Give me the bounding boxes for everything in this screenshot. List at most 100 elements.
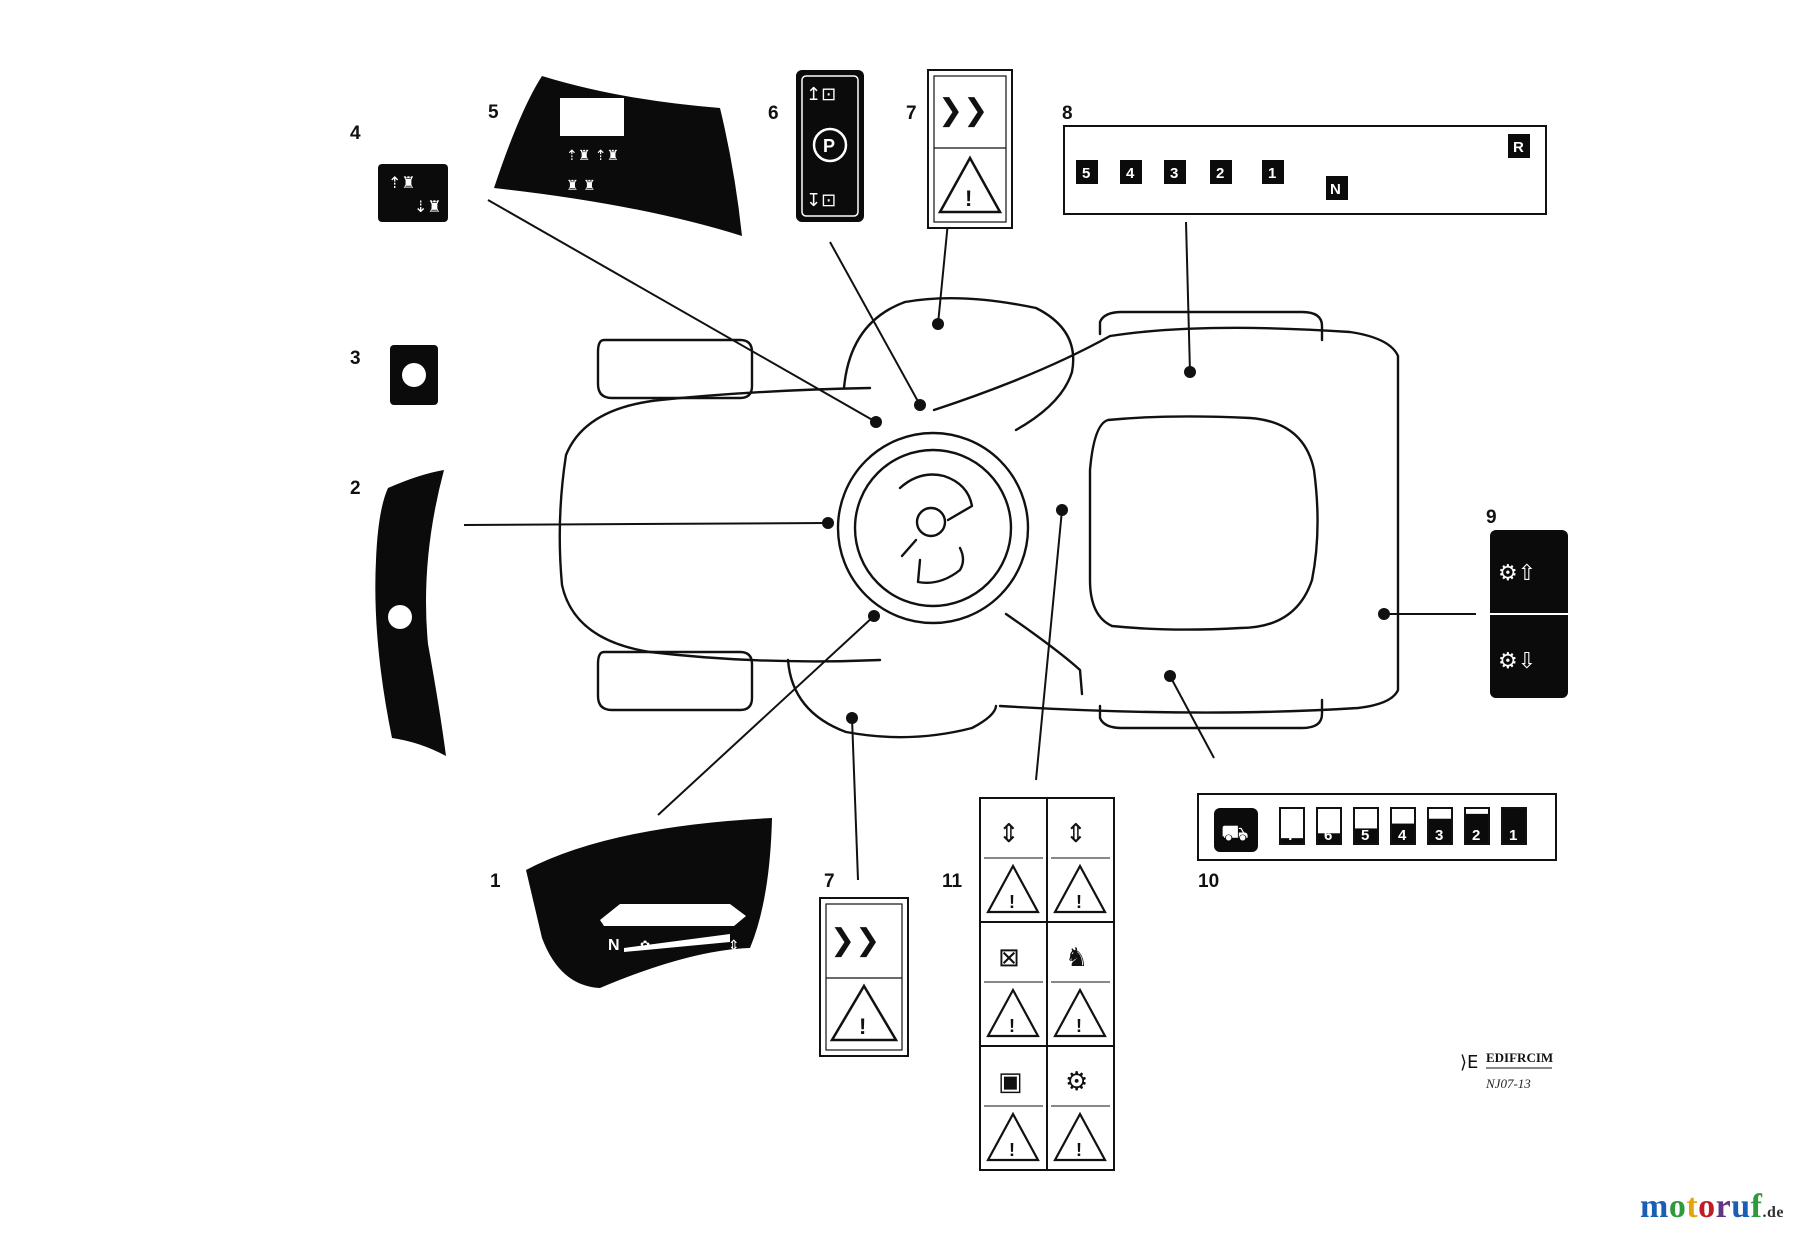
decal7-bottom-blade-icon: ❯❯ — [830, 923, 880, 958]
callout-11: 11 — [942, 871, 963, 892]
leader-lines — [463, 199, 1476, 881]
decal11-warning-mark: ! — [1076, 892, 1082, 912]
decal4-lift-icon-1: ⇡♜ — [388, 173, 416, 192]
decal10-gear-fill — [1429, 818, 1451, 843]
decal8-gear-box — [1262, 160, 1284, 184]
fender-right — [786, 658, 998, 739]
callout-numbers: 1 2 3 4 5 6 7 8 9 10 11 7 — [350, 102, 1497, 892]
decal8-gear-4: 4 — [1126, 165, 1135, 182]
decal10-gear-fill — [1355, 828, 1377, 843]
decal5-blade-icons-2: ♜ ♜ — [566, 178, 596, 194]
decal10-gear-fill — [1466, 813, 1488, 843]
decal6-lift-down-icon: ↧⊡ — [806, 190, 836, 211]
front-right-wheel — [596, 650, 754, 712]
watermark-letter: f — [1750, 1188, 1763, 1225]
decal-9: ⚙⇧ ⚙⇩ — [1490, 530, 1568, 698]
body-lower — [1004, 612, 1084, 696]
decal11-pictogram-icon: ♞ — [1065, 943, 1088, 973]
decal7-bottom-warning-icon: ! — [859, 1014, 866, 1039]
decal11-pictogram-icon: ⚙ — [1065, 1067, 1088, 1097]
decal-10: ⛟ 7 6 5 4 3 2 1 — [1197, 793, 1557, 861]
callout-9: 9 — [1486, 507, 1497, 528]
decal-4: ⇡♜ ⇣♜ — [378, 164, 448, 222]
decal10-gear-1: 1 — [1509, 827, 1517, 844]
steering-inner — [853, 448, 1013, 608]
diagram-code: NJ07-13 — [1485, 1076, 1531, 1091]
decal8-gear-box — [1164, 160, 1186, 184]
watermark-letter: m — [1640, 1188, 1669, 1225]
callout-10: 10 — [1198, 871, 1219, 892]
decal11-warning-mark: ! — [1076, 1140, 1082, 1160]
steering-spokes — [898, 473, 974, 584]
decal11-warning-mark: ! — [1009, 1140, 1015, 1160]
watermark-suffix: .de — [1762, 1204, 1784, 1221]
callout-7-top: 7 — [906, 103, 917, 124]
rear-right-wheel — [1098, 698, 1324, 730]
decal-11: ⇕!⇕!⊠!♞!▣!⚙! — [979, 797, 1115, 1171]
decal7-top-blade-icon: ❯❯ — [938, 93, 988, 128]
tractor-outline — [558, 296, 1400, 739]
decal10-gear-fill — [1318, 833, 1340, 843]
decal10-tractor-icon: ⛟ — [1221, 821, 1249, 846]
decal11-warning-icon — [1053, 863, 1107, 914]
decal11-warning-icon — [986, 863, 1040, 914]
decal9-lower-icon: ⚙⇩ — [1498, 649, 1536, 674]
decal8-gear-box — [1076, 160, 1098, 184]
decal8-gear-3: 3 — [1170, 165, 1178, 182]
front-left-wheel — [596, 338, 754, 400]
decal10-gear-5: 5 — [1361, 827, 1369, 844]
decal11-pictogram-icon: ⊠ — [998, 943, 1020, 973]
decal10-gear-box — [1279, 807, 1305, 845]
decal10-gear-7: 7 — [1287, 827, 1295, 844]
decal-7-top: ❯❯ ! — [927, 69, 1013, 229]
decal10-gear-3: 3 — [1435, 827, 1443, 844]
decal10-gear-2: 2 — [1472, 827, 1480, 844]
decal10-gear-fill — [1392, 823, 1414, 843]
decal9-raise-icon: ⚙⇧ — [1498, 561, 1536, 586]
callout-8: 8 — [1062, 103, 1073, 124]
decal-3 — [390, 345, 438, 405]
callout-2: 2 — [350, 478, 361, 499]
decal6-lift-up-icon: ↥⊡ — [806, 84, 836, 105]
steering-hub — [915, 506, 947, 538]
rear-left-wheel — [1098, 310, 1324, 342]
watermark-letter: o — [1698, 1188, 1716, 1225]
decal11-pictogram-icon: ▣ — [998, 1067, 1023, 1097]
hood — [558, 386, 882, 663]
decal11-cells: ⇕!⇕!⊠!♞!▣!⚙! — [984, 819, 1110, 1162]
decal-7-bottom: ❯❯ ! — [819, 897, 909, 1057]
decal10-gears: 7 6 5 4 3 2 1 — [1279, 807, 1527, 845]
decal8-gear-box — [1120, 160, 1142, 184]
decal7-top-warning-icon: ! — [965, 186, 972, 211]
callout-5: 5 — [488, 102, 499, 123]
decal8-neutral: N — [1330, 181, 1341, 198]
decal11-warning-icon — [986, 1111, 1040, 1162]
decal10-gear-6: 6 — [1324, 827, 1332, 844]
decal1-neutral: N — [608, 937, 620, 954]
decal5-blade-icons-1: ⇡♜ ⇡♜ — [566, 148, 619, 164]
decal10-gear-fill — [1281, 838, 1303, 843]
decal11-warning-icon — [1053, 1111, 1107, 1162]
body — [932, 326, 1400, 714]
callout-6: 6 — [768, 103, 779, 124]
decal8-gear-box — [1210, 160, 1232, 184]
edifrcim-mark: ⟩E EDIFRCIM NJ07-13 — [1460, 1050, 1553, 1091]
decal11-warning-mark: ! — [1009, 1016, 1015, 1036]
decal-6: ↥⊡ P ↧⊡ — [796, 70, 864, 222]
decal1-arrow-icon: ⇕ — [728, 938, 740, 954]
decal11-pictogram-icon: ⇕ — [998, 819, 1020, 849]
decal10-gear-4: 4 — [1398, 827, 1407, 844]
edifrcim-logo-text: EDIFRCIM — [1486, 1050, 1553, 1065]
watermark: motoruf.de — [1640, 1188, 1784, 1226]
decal8-gear-2: 2 — [1216, 165, 1224, 182]
decal11-warning-mark: ! — [1009, 892, 1015, 912]
decal6-park: P — [823, 136, 835, 156]
decal11-pictogram-icon: ⇕ — [1065, 819, 1087, 849]
decal8-reverse: R — [1513, 139, 1524, 156]
watermark-letter: t — [1686, 1188, 1699, 1225]
edifrcim-logo-icon: ⟩E — [1460, 1052, 1478, 1073]
seat — [1088, 415, 1319, 631]
fender-left — [842, 296, 1075, 432]
